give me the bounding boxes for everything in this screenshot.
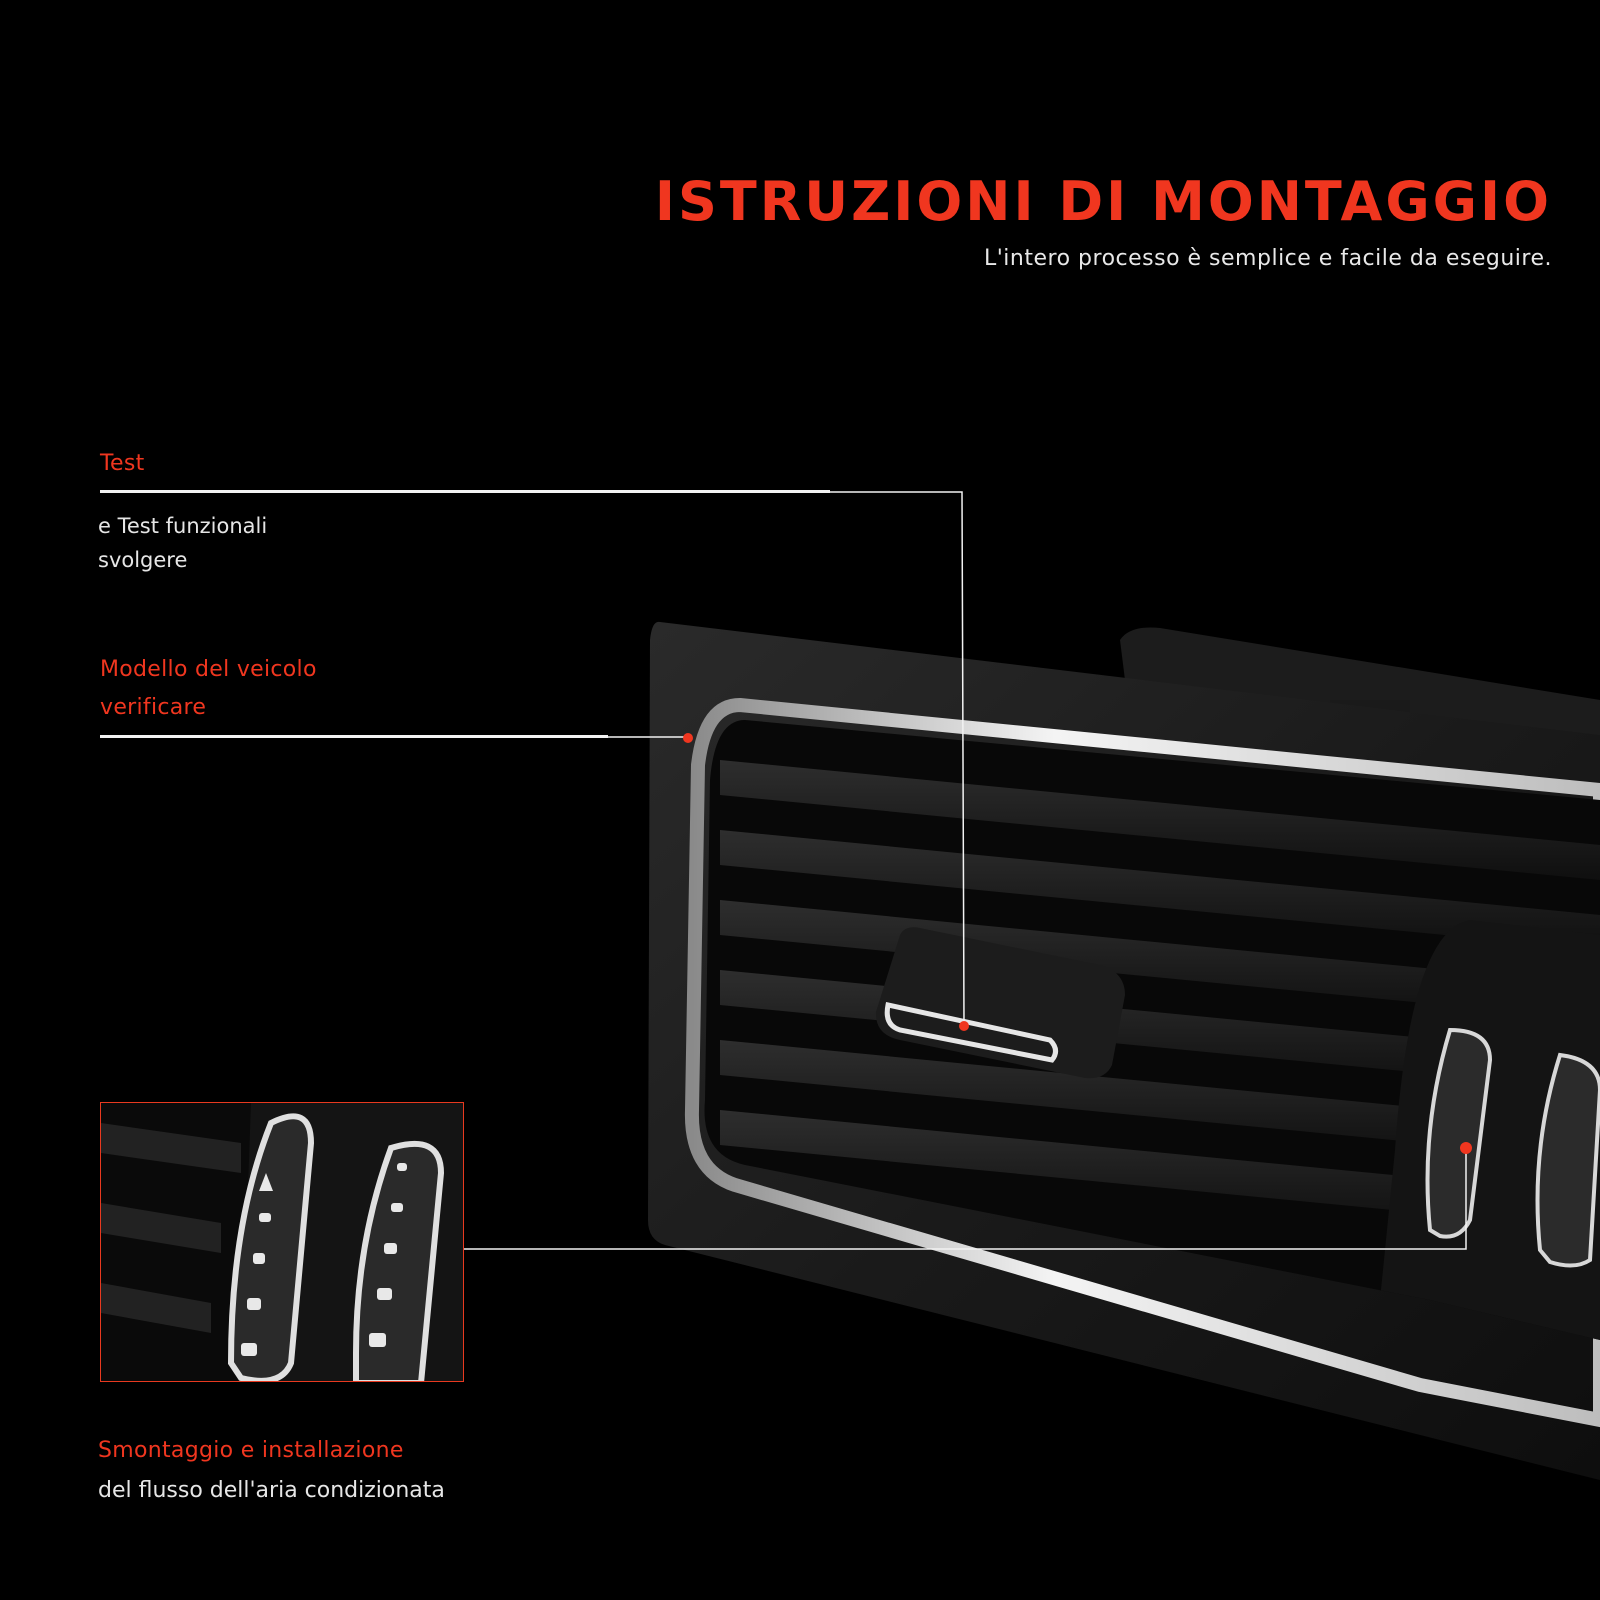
callout-leaders [464,491,1467,1250]
callout-model-rule [100,735,608,738]
callout-dot-bezel [683,733,693,743]
page-title: ISTRUZIONI DI MONTAGGIO [654,170,1552,233]
callout-test-rule [100,490,830,493]
page-subtitle: L'intero processo è semplice e facile da… [984,246,1552,271]
callout-test-line-2: svolgere [98,548,188,572]
thumbwheel-zoom-inset [100,1102,464,1382]
callout-disassembly-description: del flusso dell'aria condizionata [98,1478,445,1503]
callout-dot-wheel [1460,1142,1472,1154]
callout-test-line-1: e Test funzionali [98,514,268,538]
callout-model-label-1: Modello del veicolo [100,657,317,682]
thumbwheel-closeup-image [101,1103,463,1381]
vent-louver-knob [875,927,1125,1079]
vent-chrome-trim [684,697,1600,1428]
callout-disassembly-label: Smontaggio e installazione [98,1438,404,1463]
callout-model-label-2: verificare [100,695,207,720]
callout-dot-knob [959,1021,969,1031]
callout-test-label: Test [100,451,145,476]
